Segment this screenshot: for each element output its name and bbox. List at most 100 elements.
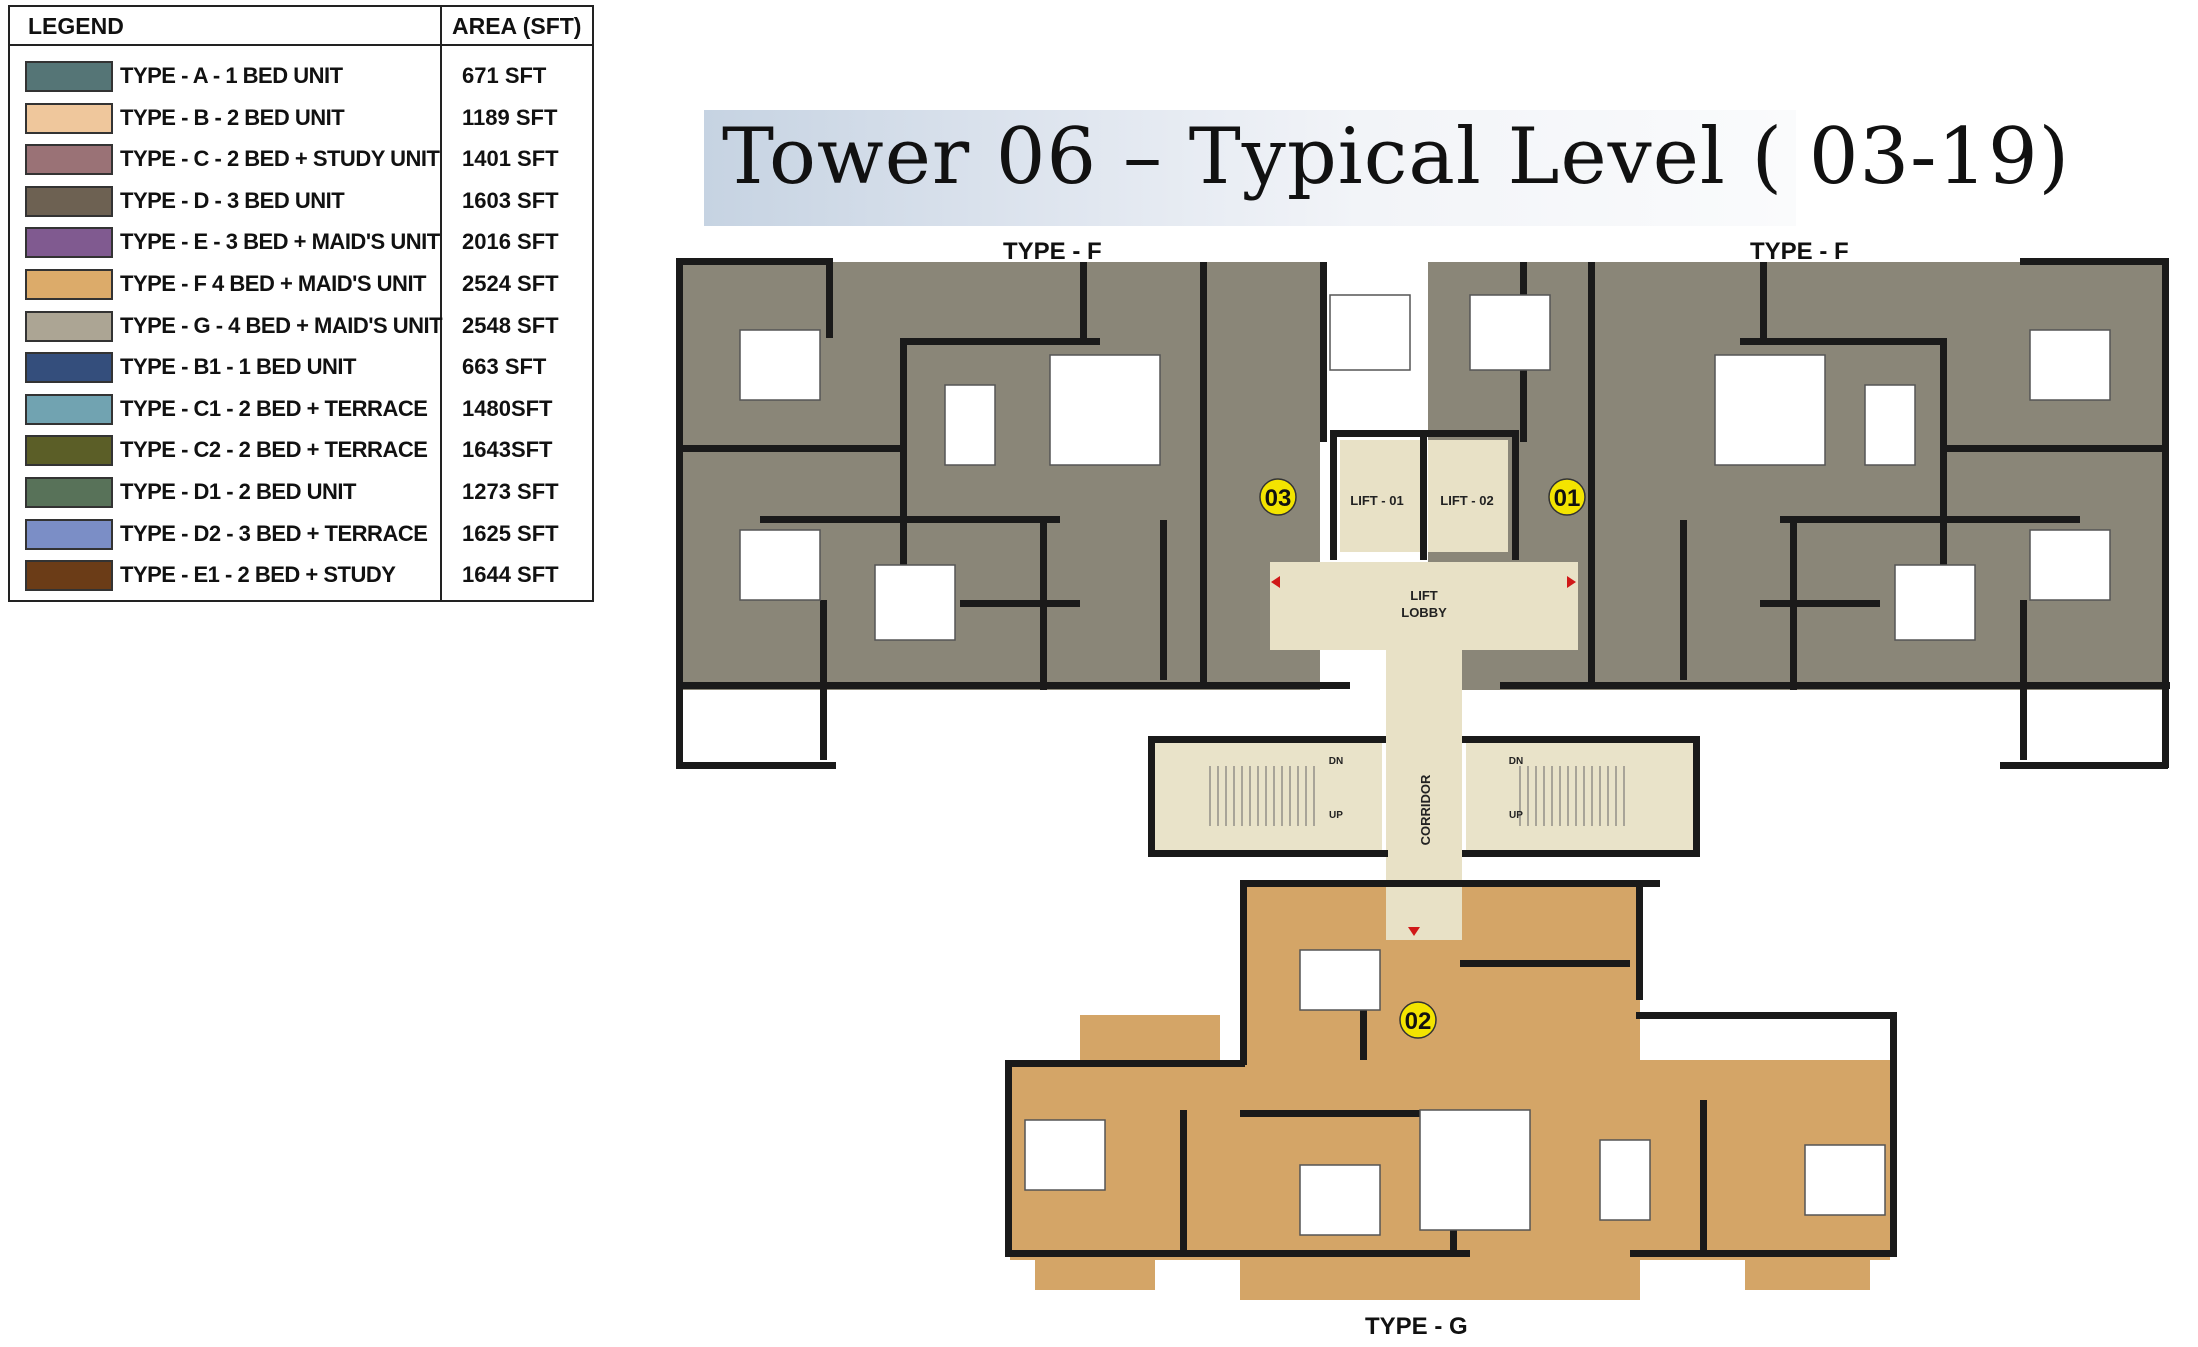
legend-type-name: TYPE - E1 - 2 BED + STUDY [120, 562, 396, 588]
lift-02-label: LIFT - 02 [1440, 493, 1493, 508]
bed [1894, 564, 1976, 641]
stair-right-up: UP [1509, 810, 1523, 821]
legend-row: TYPE - E1 - 2 BED + STUDY 1644 SFT [10, 556, 592, 597]
wall [900, 338, 907, 588]
legend-type-name: TYPE - D1 - 2 BED UNIT [120, 479, 356, 504]
legend-row: TYPE - B1 - 1 BED UNIT 663 SFT [10, 348, 592, 389]
lift-lobby-label-2: LOBBY [1401, 605, 1447, 620]
legend-area-value: 663 SFT [462, 354, 547, 380]
stair-left-dn: DN [1329, 756, 1343, 767]
legend-row: TYPE - A - 1 BED UNIT 671 SFT [10, 57, 592, 98]
wall [1005, 1060, 1245, 1067]
walls [676, 258, 2170, 1257]
legend-swatch [25, 477, 113, 508]
dining-table [944, 384, 996, 466]
stair-right-dn: DN [1509, 756, 1523, 767]
furniture [739, 294, 2111, 1236]
type-g-label: TYPE - G [1365, 1313, 1468, 1340]
legend-area-value: 1644 SFT [462, 562, 559, 588]
legend-type-name: TYPE - C1 - 2 BED + TERRACE [120, 395, 428, 421]
wall [1462, 736, 1700, 743]
legend-swatch [25, 435, 113, 467]
bed [1329, 294, 1411, 371]
wall [1180, 1110, 1187, 1250]
legend-row: TYPE - D - 3 BED UNIT 1603 SFT [10, 182, 592, 223]
wall [1460, 960, 1630, 967]
wall [1512, 430, 1519, 560]
wall [1005, 1250, 1245, 1257]
wall [1680, 520, 1687, 680]
legend-type-name: TYPE - C - 2 BED + STUDY UNIT [120, 146, 440, 172]
bed [1299, 949, 1381, 1011]
corridor-arrow-down [1408, 927, 1420, 936]
legend-header-area: AREA (SFT) [452, 13, 582, 39]
legend-row: TYPE - B - 2 BED UNIT 1189 SFT [10, 99, 592, 140]
lift-01-label: LIFT - 01 [1350, 493, 1403, 508]
bed [739, 329, 821, 401]
wall [676, 762, 836, 769]
wall [1240, 1110, 1490, 1117]
lift-01 [1340, 440, 1420, 552]
corridor-label: CORRIDOR [1418, 774, 1433, 845]
bed [2029, 529, 2111, 601]
legend-type-name: TYPE - D - 3 BED UNIT [120, 187, 345, 213]
legend-type-name: TYPE - B1 - 1 BED UNIT [120, 354, 356, 380]
unit-markers: 03 01 02 [1259, 478, 1586, 1039]
unit-marker-01 [1548, 478, 1586, 516]
wall [1200, 262, 1207, 682]
legend-swatch [25, 102, 113, 134]
dining-table [1599, 1139, 1651, 1221]
legend-type-name: TYPE - E - 3 BED + MAID'S UNIT [120, 229, 440, 255]
legend-swatch [25, 518, 113, 550]
wall [1330, 430, 1337, 560]
wall [680, 682, 1100, 689]
legend-row: TYPE - C1 - 2 BED + TERRACE 1480SFT [10, 390, 592, 431]
bed [874, 564, 956, 641]
legend-type-name: TYPE - B - 2 BED UNIT [120, 104, 345, 130]
wall [1330, 430, 1518, 437]
wall [1148, 736, 1386, 743]
bed [2029, 329, 2111, 401]
wall [1148, 736, 1155, 856]
bed [739, 529, 821, 601]
legend-area-value: 2548 SFT [462, 312, 559, 338]
wall [1240, 880, 1247, 1065]
lobby-arrow-left [1271, 576, 1280, 588]
wall [1636, 1012, 1896, 1019]
bed [1299, 1164, 1381, 1236]
wall [676, 258, 683, 768]
wall [900, 338, 1100, 345]
legend-swatch [25, 144, 113, 176]
legend-area-value: 671 SFT [462, 63, 547, 88]
wall [1750, 682, 2170, 689]
wall [1940, 445, 2168, 452]
wall [1760, 600, 1880, 607]
wall [1940, 338, 1947, 588]
wall [1240, 1250, 1470, 1257]
wall [2162, 258, 2169, 768]
lobby-arrow-right [1567, 576, 1576, 588]
legend-area-value: 1189 SFT [462, 104, 558, 130]
legend-type-name: TYPE - A - 1 BED UNIT [120, 63, 343, 88]
wall [2020, 258, 2168, 265]
legend-type-name: TYPE - G - 4 BED + MAID'S UNIT [120, 312, 443, 338]
legend-swatch [25, 227, 113, 259]
wall [826, 258, 833, 338]
wall [1636, 880, 1643, 1000]
legend-type-name: TYPE - D2 - 3 BED + TERRACE [120, 520, 428, 546]
wall [1890, 1012, 1897, 1257]
living-set [1419, 1109, 1531, 1231]
legend-area-value: 1603 SFT [462, 187, 559, 213]
legend-area-value: 1480SFT [462, 395, 553, 421]
legend-swatch [25, 310, 113, 342]
bed [1024, 1119, 1106, 1191]
legend-area-value: 1401 SFT [462, 146, 559, 172]
wall [2020, 600, 2027, 760]
unit-marker-02 [1399, 1001, 1437, 1039]
bed [1469, 294, 1551, 371]
page-title: Tower 06 – Typical Level ( 03-19) [722, 112, 2071, 202]
